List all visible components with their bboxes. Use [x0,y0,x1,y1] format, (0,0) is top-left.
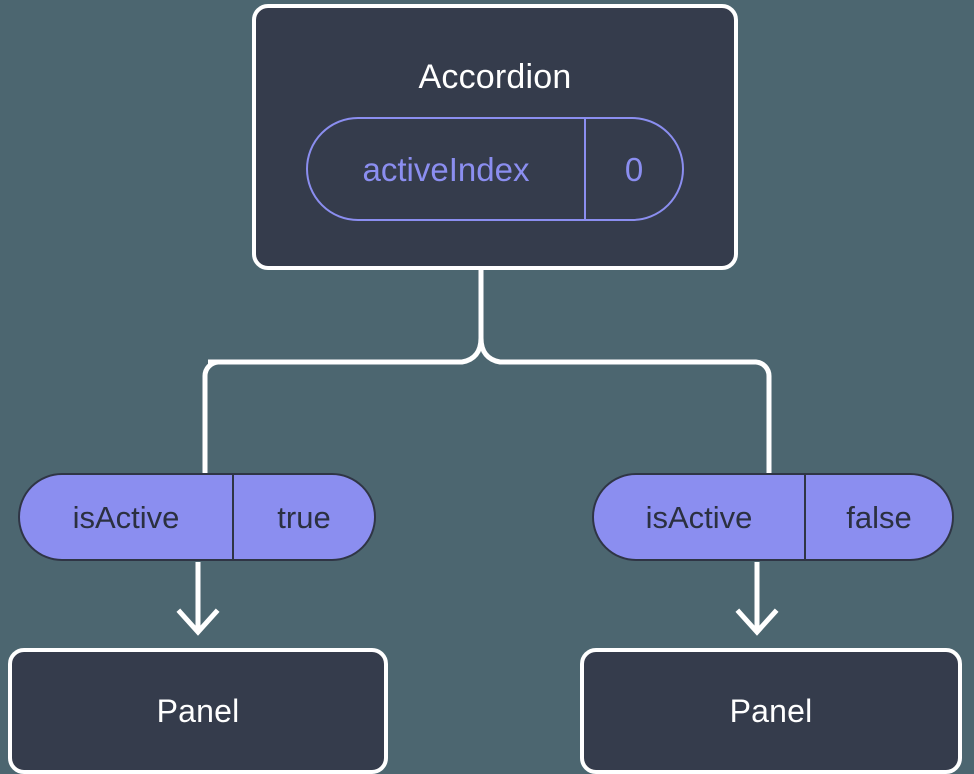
arrowhead-left-icon [176,608,220,636]
prop-pill-is-active-true[interactable]: isActive true [18,473,376,561]
node-panel-right[interactable]: Panel [580,648,962,774]
state-pill-active-index[interactable]: activeIndex 0 [306,117,684,221]
connector-left-branch [202,359,230,476]
arrowhead-right-icon [735,608,779,636]
state-pill-active-index-value: 0 [584,119,682,219]
connector-split-left [208,337,484,365]
connector-right-branch [744,359,772,476]
node-panel-right-title: Panel [729,693,813,729]
prop-pill-is-active-false-value: false [804,475,952,559]
node-accordion-title: Accordion [418,58,572,96]
prop-pill-is-active-false-key: isActive [645,499,753,535]
prop-pill-is-active-false[interactable]: isActive false [592,473,954,561]
connector-split-right [478,337,754,365]
prop-pill-is-active-true-key: isActive [72,499,180,535]
prop-pill-is-active-true-value: true [232,475,374,559]
node-panel-left-title: Panel [156,693,240,729]
state-pill-active-index-key: activeIndex [362,150,530,188]
node-panel-left[interactable]: Panel [8,648,388,774]
